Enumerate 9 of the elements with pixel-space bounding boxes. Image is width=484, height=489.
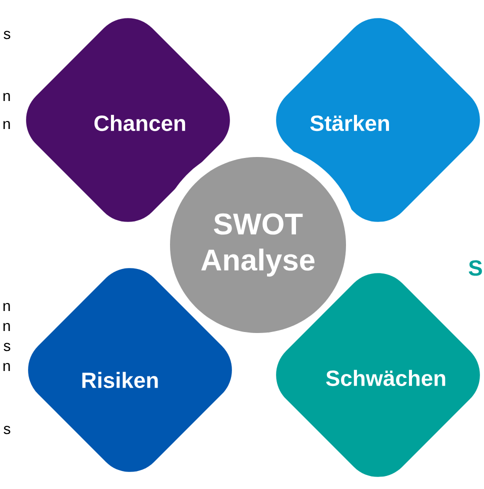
label: s: [4, 342, 10, 352]
label: n: [3, 362, 10, 372]
label: n: [3, 302, 10, 312]
label: n: [3, 120, 10, 130]
label: s: [4, 30, 10, 40]
label: S: [468, 260, 482, 276]
label: n: [3, 322, 10, 332]
label: s: [4, 426, 10, 434]
label: n: [3, 92, 10, 102]
